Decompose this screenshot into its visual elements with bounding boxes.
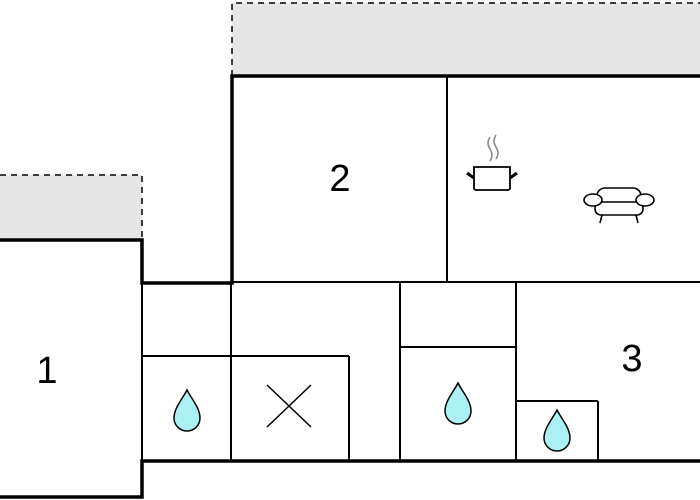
- room-label-3: 3: [621, 338, 642, 380]
- water-drop-icon: [543, 408, 571, 452]
- water-drop-icon: [173, 388, 201, 432]
- room-label-1: 1: [36, 350, 57, 392]
- interior-walls: [141, 76, 700, 461]
- exterior-walls: [0, 74, 700, 499]
- cooking-pot-icon: [466, 134, 518, 191]
- terrace-left: [0, 174, 143, 240]
- x-mark-icon: [266, 384, 312, 428]
- water-drop-icon: [444, 381, 472, 425]
- terrace-top: [231, 2, 700, 76]
- room-label-2: 2: [329, 158, 350, 200]
- sofa-icon: [583, 187, 655, 224]
